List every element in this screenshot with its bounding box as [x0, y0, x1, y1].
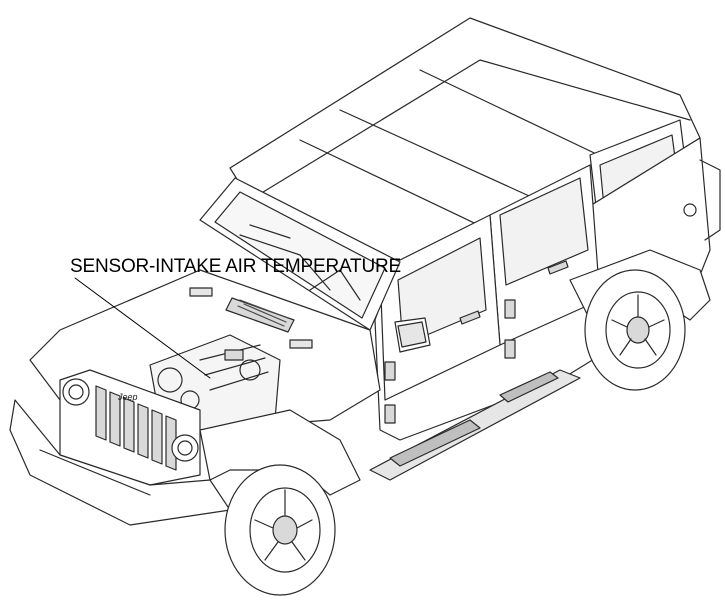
side-step	[369, 369, 581, 481]
side-mirror	[394, 317, 431, 353]
front-wheel	[224, 464, 336, 596]
front-fender	[199, 409, 361, 496]
windshield	[199, 177, 401, 331]
grille-badge: Jeep	[117, 392, 138, 402]
callout-label: SENSOR-INTAKE AIR TEMPERATURE	[70, 256, 401, 277]
callout-leader-line	[74, 277, 211, 379]
rear-wheel	[584, 269, 686, 391]
spare-tire	[683, 159, 721, 241]
hardtop-roof	[229, 17, 701, 281]
